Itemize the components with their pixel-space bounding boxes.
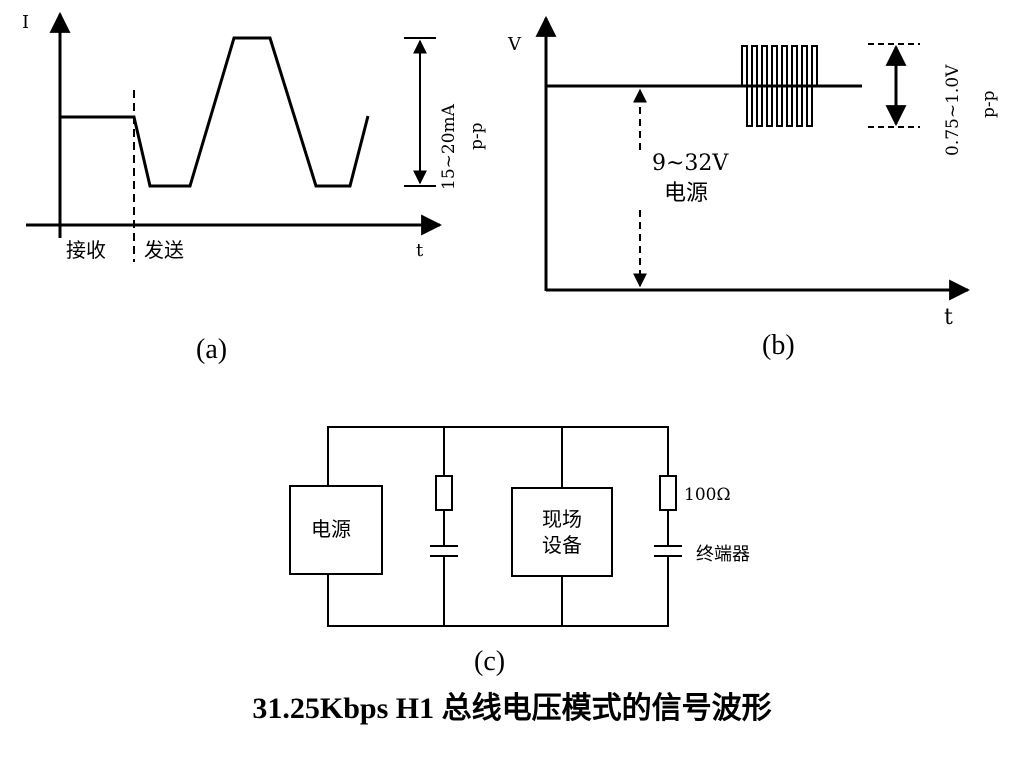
b-signal-burst [741, 45, 818, 127]
a-x-axis-label: t [416, 240, 424, 261]
c-terminator-resistor [659, 475, 677, 511]
a-amplitude-label: 15~20mA [439, 103, 459, 190]
b-x-axis-label: t [944, 305, 953, 330]
c-terminator-label: 终端器 [696, 544, 750, 565]
a-caption: (a) [196, 334, 227, 365]
figure-b: V t 9~32V 电源 0.75~1.0V p-p (b) [507, 15, 999, 361]
c-field-device-label-line1: 现场 [542, 507, 582, 531]
c-caption: (c) [474, 646, 505, 677]
c-power-supply-box [289, 485, 383, 575]
a-receive-label: 接收 [66, 238, 106, 262]
c-field-device-box [511, 487, 613, 577]
b-signal-unit: p-p [979, 90, 999, 118]
figure-title: 31.25Kbps H1 总线电压模式的信号波形 [252, 692, 771, 725]
figure-c [289, 426, 682, 627]
a-y-axis-label: I [22, 12, 29, 33]
c-power-supply-label: 电源 [311, 517, 351, 541]
a-current-waveform [60, 36, 370, 188]
c-terminator-gap-mask [664, 547, 672, 555]
a-send-label: 发送 [144, 238, 184, 262]
b-y-axis-label: V [507, 34, 522, 55]
a-amplitude-unit: p-p [467, 122, 487, 150]
b-signal-label: 0.75~1.0V [943, 64, 963, 156]
figure-a: I t 接收 发送 15~20mA p-p (a) [22, 11, 487, 365]
c-left-resistor [435, 475, 453, 511]
c-field-device-label-line2: 设备 [542, 533, 582, 557]
c-resistor-label: 100Ω [684, 485, 731, 505]
b-supply-label: 9~32V [652, 151, 729, 176]
figure-c-labels: 电源 现场 设备 100Ω 终端器 (c) [311, 485, 750, 677]
b-caption: (b) [762, 330, 795, 361]
b-supply-name: 电源 [664, 181, 708, 206]
